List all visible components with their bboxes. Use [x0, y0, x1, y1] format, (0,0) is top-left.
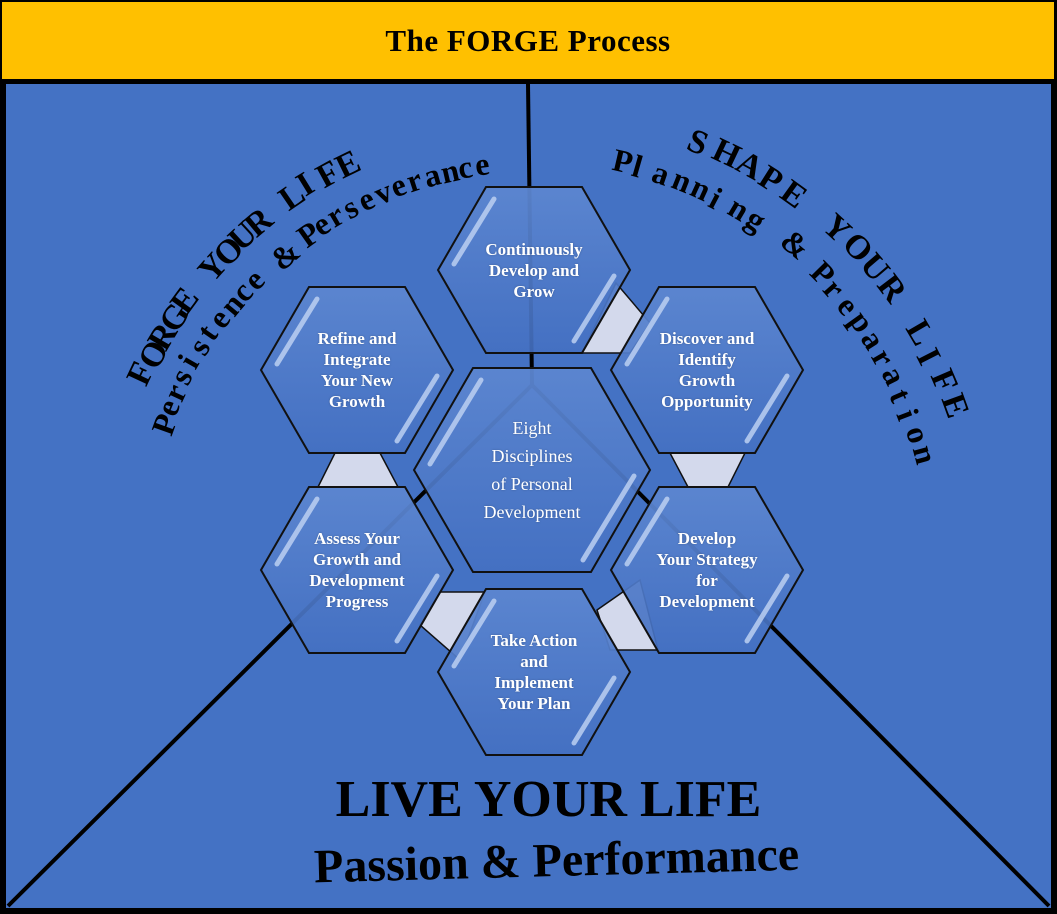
center-label: Eight Disciplines of Personal Developmen… [483, 418, 581, 522]
step-label-continuously-develop: Continuously Develop and Grow [485, 239, 583, 301]
glass-highlight [624, 296, 670, 367]
step-hexagon-continuously-develop [436, 186, 632, 354]
glass-highlight [451, 196, 497, 267]
glass-highlight [624, 496, 670, 567]
center-hexagon-shape [412, 367, 652, 573]
glass-highlight [394, 373, 440, 444]
step-label-refine-integrate: Refine and Integrate Your New Growth [317, 329, 397, 411]
step-hexagon-take-action [436, 588, 632, 756]
header-bar: The FORGE Process [2, 2, 1054, 79]
step-label-assess-growth: Assess Your Growth and Development Progr… [309, 529, 405, 611]
glass-highlight [571, 273, 617, 344]
step-hexagon-discover-identify-shape [609, 286, 805, 454]
step-hexagon-take-action-shape [436, 588, 632, 756]
glass-highlight [274, 496, 320, 567]
step-hexagon-continuously-develop-shape [436, 186, 632, 354]
step-hexagon-discover-identify [609, 286, 805, 454]
glass-highlight [394, 573, 440, 644]
step-hexagon-assess-growth-shape [259, 486, 455, 654]
glass-highlight [580, 473, 637, 563]
connector-left [316, 452, 400, 488]
diagram-title: The FORGE Process [385, 22, 671, 58]
step-label-discover-identify: Discover and Identify Growth Opportunity [659, 329, 755, 411]
connector-right [668, 452, 747, 488]
live-section-title: LIVE YOUR LIFE [335, 771, 762, 828]
step-hexagon-refine-integrate-shape [259, 286, 455, 454]
glass-highlight [274, 296, 320, 367]
center-hexagon [412, 367, 652, 573]
glass-highlight [427, 377, 484, 467]
step-hexagon-develop-strategy [609, 486, 805, 654]
glass-highlight [451, 598, 497, 669]
step-hexagon-develop-strategy-shape [609, 486, 805, 654]
step-label-take-action: Take Action and Implement Your Plan [490, 631, 578, 713]
glass-highlight [744, 373, 790, 444]
step-hexagon-refine-integrate [259, 286, 455, 454]
step-hexagon-assess-growth [259, 486, 455, 654]
glass-highlight [571, 675, 617, 746]
glass-highlight [744, 573, 790, 644]
step-label-develop-strategy: Develop Your Strategy for Development [656, 529, 758, 611]
